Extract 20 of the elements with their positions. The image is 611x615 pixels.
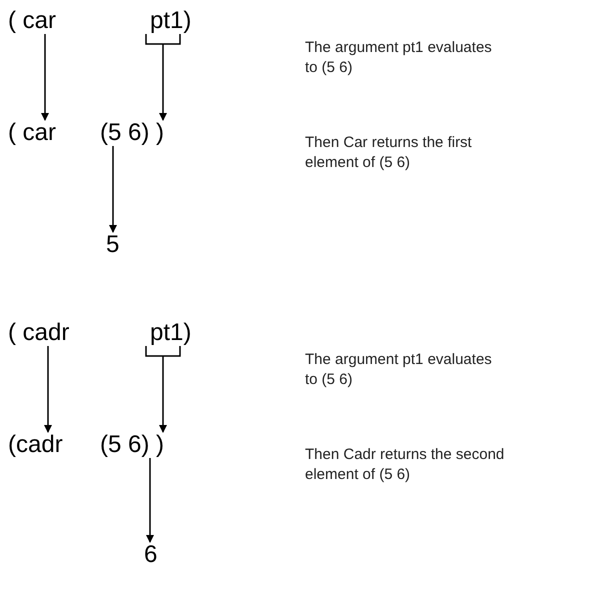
bracket-arrow <box>145 345 181 433</box>
expression-text: pt1) <box>150 320 192 346</box>
arrow <box>44 346 52 433</box>
note-text: The argument pt1 evaluates to (5 6) <box>305 38 493 78</box>
expression-text: ( car <box>8 120 56 146</box>
note-text: Then Cadr returns the second element of (5 6) <box>305 445 505 485</box>
expression-text: ( car <box>8 8 56 34</box>
expression-text: (5 6) ) <box>100 432 164 458</box>
expression-text: 5 <box>106 232 120 258</box>
bracket-arrow <box>145 33 181 121</box>
arrow <box>146 458 154 543</box>
note-text: The argument pt1 evaluates to (5 6) <box>305 350 493 390</box>
note-text: Then Car returns the first element of (5 6) <box>305 133 473 173</box>
expression-text: (5 6) ) <box>100 120 164 146</box>
expression-text: (cadr <box>8 432 63 458</box>
expression-text: ( cadr <box>8 320 70 346</box>
arrow <box>41 34 49 121</box>
expression-text: 6 <box>144 542 158 568</box>
arrow <box>109 146 117 233</box>
expression-text: pt1) <box>150 8 192 34</box>
